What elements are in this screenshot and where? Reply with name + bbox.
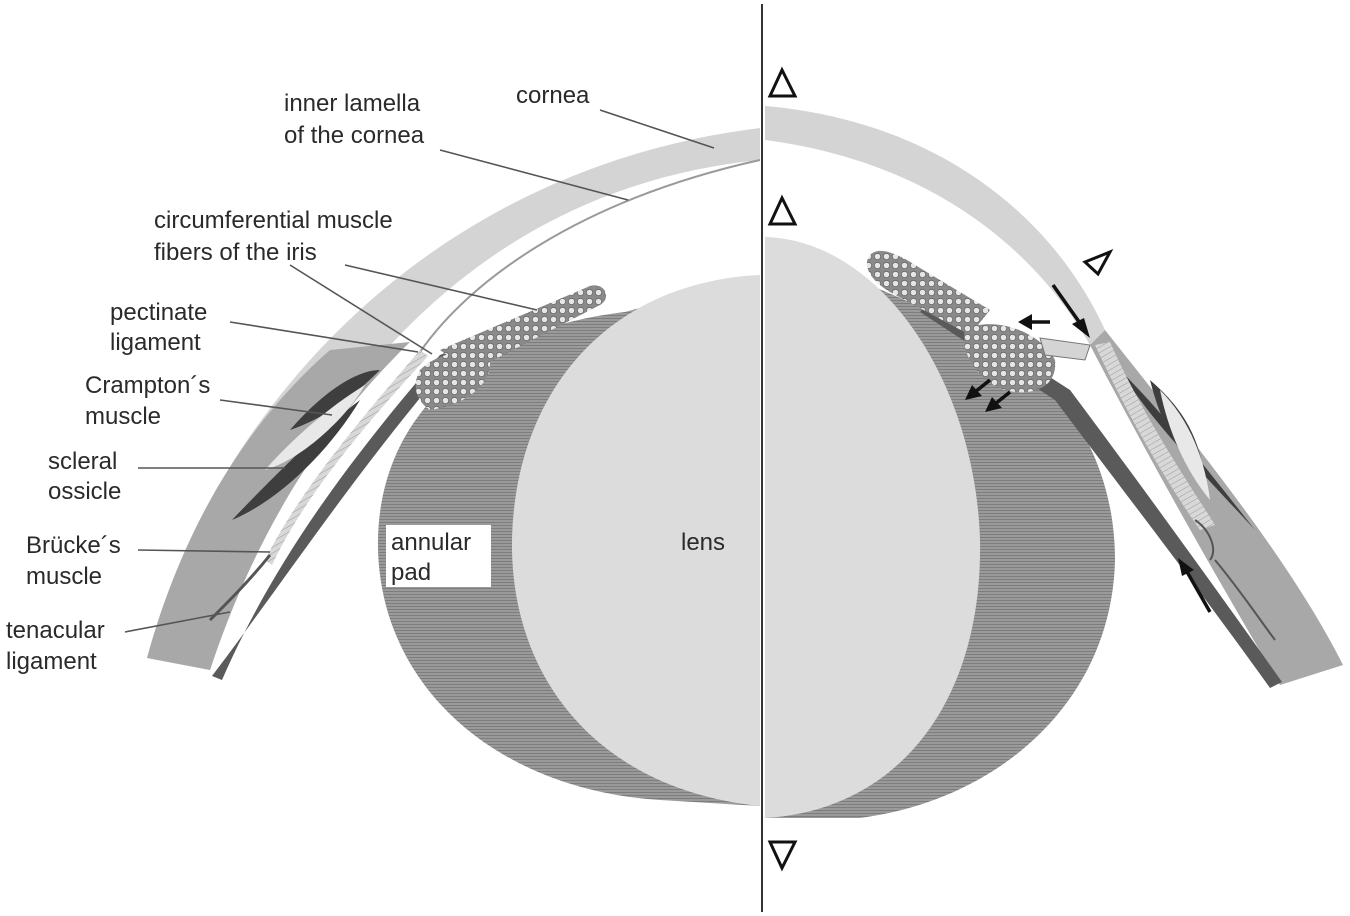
label-inner-lamella-2: of the cornea	[284, 122, 425, 149]
label-scleral-1: scleral	[48, 448, 117, 475]
brucke-muscle-left	[265, 350, 428, 565]
label-annular-2: pad	[391, 559, 431, 586]
label-cornea: cornea	[516, 82, 590, 109]
label-pectinate-1: pectinate	[110, 299, 207, 326]
label-annular-1: annular	[391, 529, 471, 556]
triangle-marker-lens-top	[767, 194, 798, 226]
cornea-right	[765, 106, 1105, 345]
brucke-muscle-right	[1095, 342, 1215, 530]
label-pectinate-2: ligament	[110, 329, 201, 356]
triangle-marker-bottom	[767, 840, 798, 872]
label-inner-lamella-1: inner lamella	[284, 90, 421, 117]
label-circumferential-2: fibers of the iris	[154, 239, 317, 266]
triangle-marker-right	[1082, 249, 1114, 277]
inner-lamella-left	[419, 159, 761, 353]
crampton-muscle-left	[290, 370, 380, 430]
lens-left	[511, 275, 760, 806]
arrows	[965, 283, 1212, 613]
label-tenacular-2: ligament	[6, 648, 97, 675]
leader-lines	[124, 109, 715, 633]
iris-sphincter-right	[964, 324, 1056, 393]
iris-sphincter-left	[415, 351, 491, 410]
pectinate-right	[1039, 337, 1091, 361]
label-crampton-2: muscle	[85, 403, 161, 430]
tenacular-ligament-right-b	[1214, 559, 1276, 641]
tenacular-ligament-right	[1194, 519, 1215, 561]
label-scleral-2: ossicle	[48, 478, 121, 505]
sclera-right	[1090, 330, 1343, 685]
sclera-left	[147, 342, 410, 670]
label-lens: lens	[681, 529, 725, 556]
iris-right	[866, 250, 990, 335]
lens-right	[765, 237, 981, 818]
label-brucke-2: muscle	[26, 563, 102, 590]
scleral-ossicle-right	[1160, 390, 1210, 500]
label-crampton-1: Crampton´s	[85, 372, 210, 399]
label-tenacular-1: tenacular	[6, 617, 105, 644]
scleral-ossicle-left	[265, 385, 365, 470]
annular-pad-label-box	[386, 525, 491, 587]
label-brucke-1: Brücke´s	[26, 532, 121, 559]
triangle-marker-top	[767, 66, 798, 98]
ciliary-band-right	[920, 300, 1282, 688]
iris-left	[440, 285, 607, 372]
label-circumferential-1: circumferential muscle	[154, 207, 393, 234]
